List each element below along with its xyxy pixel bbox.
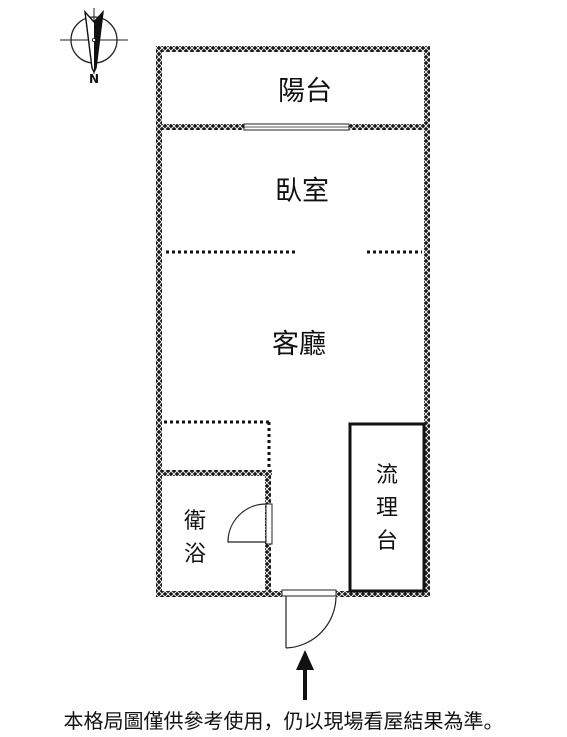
compass-north-label: N: [89, 72, 99, 86]
bathroom-label-char: 衛: [184, 509, 206, 534]
compass: N: [60, 8, 128, 86]
room-label-balcony: 陽台: [278, 76, 332, 107]
wall-bottom-right: [336, 591, 430, 597]
wall-bathroom-top: [156, 470, 272, 476]
kitchen-label-char: 理: [376, 496, 398, 521]
kitchen-counter-outline: [348, 422, 426, 593]
entrance-door: [281, 589, 337, 649]
balcony-door: [243, 123, 350, 131]
room-label-living-room: 客廳: [272, 329, 326, 360]
wall-balcony-right: [349, 124, 430, 130]
dotted-partitions: [164, 250, 422, 470]
wall-right: [424, 46, 430, 597]
wall-top: [156, 46, 430, 52]
entrance-arrow: [296, 650, 314, 700]
disclaimer-text: 本格局圖僅供參考使用，仍以現場看屋結果為準。: [63, 709, 504, 733]
room-label-bedroom: 臥室: [275, 176, 329, 207]
room-label-kitchen-counter: 流 理 台: [376, 463, 398, 554]
kitchen-label-char: 流: [376, 463, 398, 488]
wall-left: [156, 46, 162, 597]
room-label-bathroom: 衛 浴: [184, 509, 206, 567]
compass-needle-fill: [94, 12, 103, 72]
bathroom-label-char: 浴: [184, 542, 206, 567]
wall-bottom-left: [156, 591, 282, 597]
bathroom-door: [227, 503, 273, 545]
wall-balcony-left: [156, 124, 244, 130]
kitchen-label-char: 台: [376, 529, 398, 554]
